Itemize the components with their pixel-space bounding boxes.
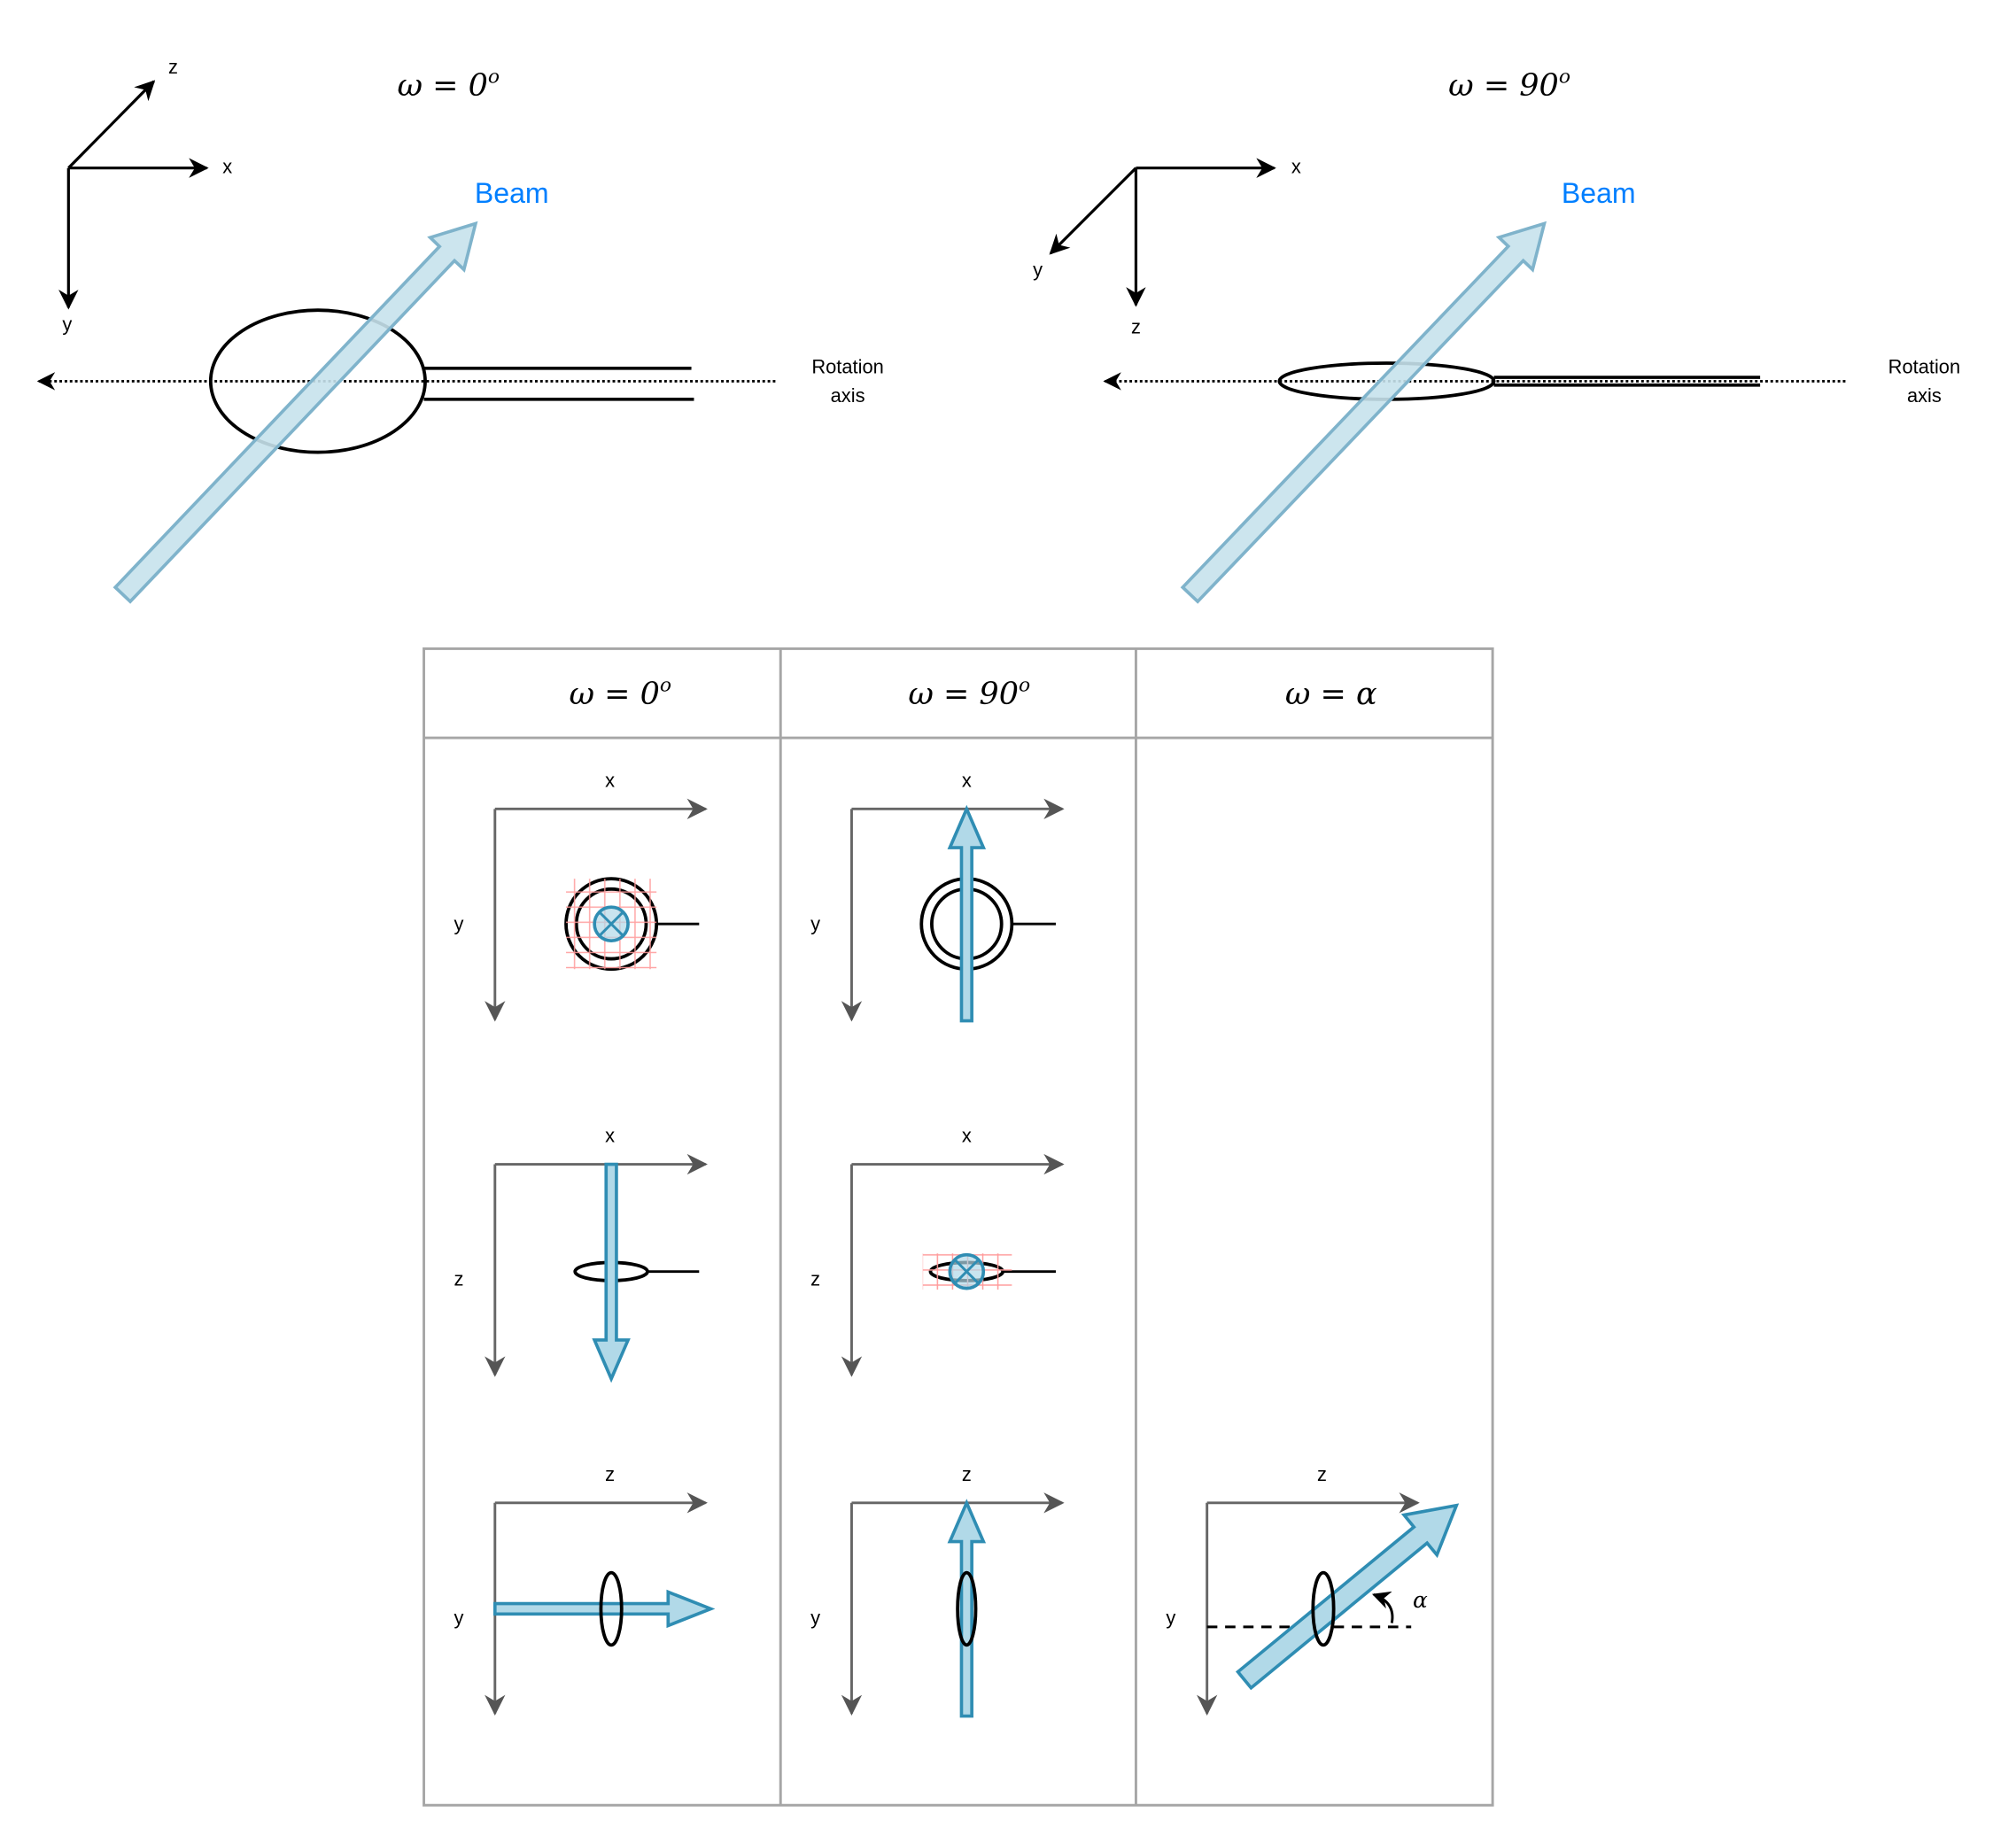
beam-arrow [592,1162,631,1383]
vertical-axis-label: z [810,1268,820,1290]
vertical-axis-label: y [810,912,820,934]
top-left-panel: x y z ω = 0o Beam Rotation axis [36,56,884,604]
horizontal-axis-label: x [605,1125,615,1147]
cell-c2r2-axes: xz [810,1125,1065,1377]
angle-arc [1371,1591,1394,1623]
beam-arrow [492,1589,716,1629]
beam-arrow [1180,221,1547,604]
z-axis-label: z [168,56,178,78]
axis-triad: x y z [58,56,232,336]
horizontal-axis-label: z [605,1463,615,1485]
horizontal-axis-label: x [962,1125,972,1147]
vertical-axis-label: z [454,1268,463,1290]
cell-c2r3-content [947,1499,987,1718]
y-axis-label: y [62,314,72,336]
axis-triad: x z y [1033,156,1301,338]
cell-c2r2-content [922,1252,1056,1290]
header-omega-90: ω = 90o [908,675,1030,713]
cell-c3r3-axes: zy [1166,1463,1420,1716]
beam-into-page-icon [593,905,630,942]
cell-c1r3-content [492,1570,716,1647]
beam-label: Beam [475,177,549,209]
beam-arrow [947,804,987,1023]
beam-label: Beam [1562,177,1636,209]
beam-arrow [112,221,478,604]
vertical-axis-label: y [454,1607,463,1629]
cell-c2r1-axes: xy [810,770,1065,1022]
rotation-axis-label-2: axis [831,384,865,407]
cell-c1r1-content [564,877,700,972]
cell-c1r2-axes: xz [454,1125,708,1377]
y-axis-label: y [1033,259,1043,281]
rotation-axis-label-1: Rotation [811,356,883,378]
x-axis-label: x [222,156,232,178]
x-axis-label: x [1291,156,1301,178]
header-omega-alpha: ω = α [1285,677,1377,712]
beam-arrow [1235,1503,1460,1691]
horizontal-axis-label: z [962,1463,972,1485]
beam-arrow [947,1499,987,1718]
beam-into-page-icon [948,1252,986,1290]
angle-label: α [1413,1587,1428,1613]
cell-c2r3-axes: zy [810,1463,1065,1716]
vertical-axis-label: y [454,912,463,934]
cell-c1r1-axes: xy [454,770,708,1022]
vertical-axis-label: y [1166,1607,1175,1629]
horizontal-axis-label: z [1317,1463,1327,1485]
z-axis-label: z [1131,315,1141,337]
vertical-axis-label: y [810,1607,820,1629]
rotation-axis-label-2: axis [1907,384,1942,407]
rotation-axis-label-1: Rotation [1888,356,1960,378]
sample-loop [208,308,427,454]
horizontal-axis-label: x [605,770,615,792]
panel-title: ω = 90o [1448,66,1570,104]
top-right-panel: x z y ω = 90o Beam Rotation axis [1033,66,1960,604]
horizontal-axis-label: x [962,770,972,792]
cell-c1r2-content [573,1162,700,1383]
panel-title: ω = 0o [397,66,500,104]
cell-c2r1-content [919,804,1056,1023]
header-omega-0: ω = 0o [570,675,672,713]
cell-c3r3-content: α [1206,1503,1460,1691]
